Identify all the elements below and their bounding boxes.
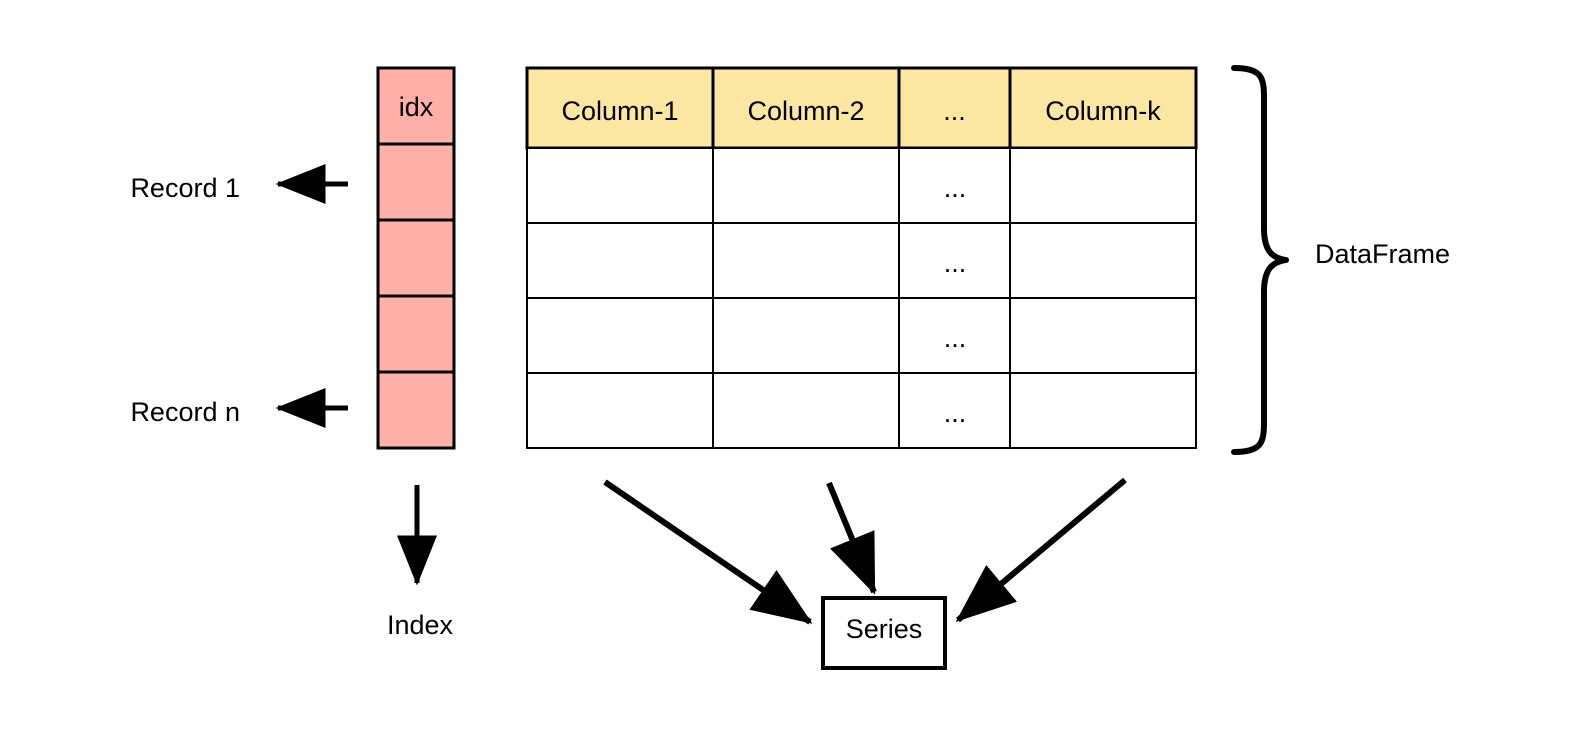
arrow-diagonal-icon-column-2-to-series [826,481,877,595]
cell-ellipsis-row-1: ... [943,173,967,203]
record-first-label: Record 1 [130,173,240,203]
table-cell[interactable] [1009,297,1197,374]
cell-ellipsis-row-2: ... [943,248,967,278]
dataframe-label: DataFrame [1315,239,1451,269]
series-label: Series [845,614,923,644]
table-cell[interactable] [712,297,900,374]
index-header-label: idx [398,92,434,122]
table-cell-ellipsis[interactable] [898,222,1011,299]
index-column[interactable] [376,66,456,450]
table-row-3[interactable] [526,297,1197,374]
table-cell[interactable] [526,147,714,224]
table-cell[interactable] [712,147,900,224]
cell-ellipsis-row-3: ... [943,323,967,353]
index-caption-label: Index [386,610,454,640]
cell-ellipsis-row-4: ... [943,398,967,428]
table-cell[interactable] [1009,147,1197,224]
table-cell[interactable] [1009,372,1197,449]
table-row-1[interactable] [526,147,1197,224]
series-box[interactable] [821,596,947,670]
table-cell[interactable] [712,222,900,299]
dataframe-table[interactable] [525,66,1198,449]
table-cell[interactable] [526,222,714,299]
index-cell-row-1[interactable] [376,142,456,222]
column-header-label-k: Column-k [1045,96,1161,126]
table-row-4[interactable] [526,372,1197,449]
table-cell-ellipsis[interactable] [898,147,1011,224]
column-header-label-ellipsis: ... [943,96,966,126]
column-header-label-2: Column-2 [747,96,865,126]
table-cell[interactable] [1009,222,1197,299]
table-cell[interactable] [712,372,900,449]
record-last-label: Record n [130,397,240,427]
index-cell-row-3[interactable] [376,294,456,374]
curly-brace-icon-dataframe [1231,65,1289,455]
index-cell-row-4[interactable] [376,370,456,450]
table-row-2[interactable] [526,222,1197,299]
table-cell-ellipsis[interactable] [898,297,1011,374]
arrow-diagonal-icon-column-1-to-series [603,479,813,625]
column-header-label-1: Column-1 [561,96,679,126]
table-header-cell-column-1[interactable] [525,66,715,150]
arrow-diagonal-icon-column-k-to-series [955,477,1127,623]
table-cell[interactable] [526,372,714,449]
table-header-cell-ellipsis[interactable] [897,66,1012,150]
index-cell-row-2[interactable] [376,218,456,298]
table-cell[interactable] [526,297,714,374]
